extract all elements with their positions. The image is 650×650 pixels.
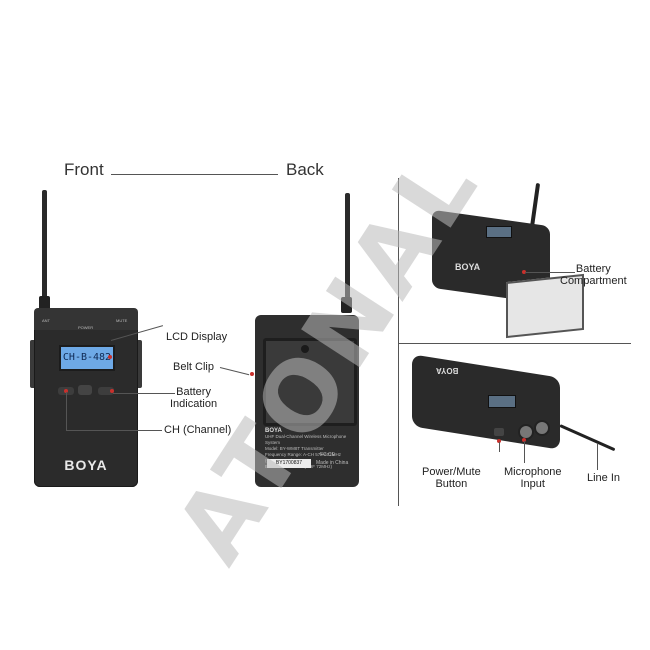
power-mute-label: Power/Mute Button xyxy=(422,466,481,490)
belt-clip-callout-line xyxy=(219,367,250,376)
front-antenna-base xyxy=(39,296,50,312)
front-power-label: POWER xyxy=(78,325,94,330)
front-transmitter-body xyxy=(34,315,138,487)
ch-callout-dot xyxy=(64,389,68,393)
panel-top-brand: BOYA xyxy=(455,262,481,272)
right-panel-divider-vertical xyxy=(398,178,399,506)
power-mute-dot xyxy=(497,439,501,443)
front-antenna xyxy=(42,190,47,310)
front-mute-label: MUTE xyxy=(116,318,128,323)
front-lcd-display: CH-B-482 xyxy=(59,345,115,371)
ch-channel-label: CH (Channel) xyxy=(164,424,232,436)
front-ant-label: ANT xyxy=(42,318,50,323)
lcd-display-label: LCD Display xyxy=(166,331,228,343)
power-mute-callout-vertical xyxy=(499,442,500,452)
power-mute-button[interactable] xyxy=(494,428,504,436)
front-back-connector-line xyxy=(111,174,278,175)
belt-clip-callout-dot xyxy=(250,372,254,376)
back-serial-sticker: BY1700837 xyxy=(267,459,311,468)
line-in-callout-vertical xyxy=(597,444,598,470)
mic-input-dot xyxy=(522,438,526,442)
front-brand-logo: BOYA xyxy=(64,457,108,473)
battery-compartment-dot xyxy=(522,270,526,274)
back-heading: Back xyxy=(286,160,324,179)
panel-top-lcd xyxy=(486,226,512,238)
mic-input-callout-vertical xyxy=(524,441,525,463)
front-transmitter-top xyxy=(34,308,138,330)
panel-bottom-lcd xyxy=(488,395,516,408)
microphone-input-jack[interactable] xyxy=(518,424,534,440)
right-panel-divider-horizontal xyxy=(398,343,631,344)
panel-bottom-brand: BOYA xyxy=(436,366,459,375)
front-right-button[interactable] xyxy=(98,387,114,395)
front-center-button[interactable] xyxy=(78,385,92,395)
back-brand: BOYA xyxy=(265,428,282,434)
back-belt-clip xyxy=(263,338,357,426)
ch-callout-line xyxy=(66,430,162,431)
back-origin-text: Made in China xyxy=(316,460,349,466)
line-in-jack[interactable] xyxy=(534,420,550,436)
panel-top-antenna xyxy=(529,182,541,229)
front-belt-clip-left xyxy=(30,340,36,388)
battery-callout-line xyxy=(113,393,175,394)
belt-clip-label: Belt Clip xyxy=(173,361,214,373)
panel-bottom-device xyxy=(412,354,560,450)
battery-compartment-line xyxy=(525,272,575,273)
battery-compartment-label: Battery Compartment xyxy=(560,263,627,287)
battery-callout-dot xyxy=(110,389,114,393)
line-in-cable xyxy=(559,424,616,452)
back-antenna-base xyxy=(341,297,352,313)
line-in-label: Line In xyxy=(587,472,621,484)
watermark: ATONAL xyxy=(154,130,502,582)
back-antenna xyxy=(345,193,350,313)
back-label-line: Model: BY-WM8T Transmitter xyxy=(265,446,324,451)
battery-indication-label: Battery Indication xyxy=(170,386,218,410)
back-cert-marks: FC CE xyxy=(320,452,335,458)
ch-callout-vertical xyxy=(66,392,67,430)
microphone-input-label: Microphone Input xyxy=(504,466,562,490)
front-belt-clip-right xyxy=(136,340,142,388)
front-heading: Front xyxy=(64,160,104,179)
back-label-line: UHF Dual-Channel Wireless Microphone Sys… xyxy=(265,434,347,445)
back-clip-screw xyxy=(301,345,309,353)
lcd-callout-dot xyxy=(108,355,112,359)
